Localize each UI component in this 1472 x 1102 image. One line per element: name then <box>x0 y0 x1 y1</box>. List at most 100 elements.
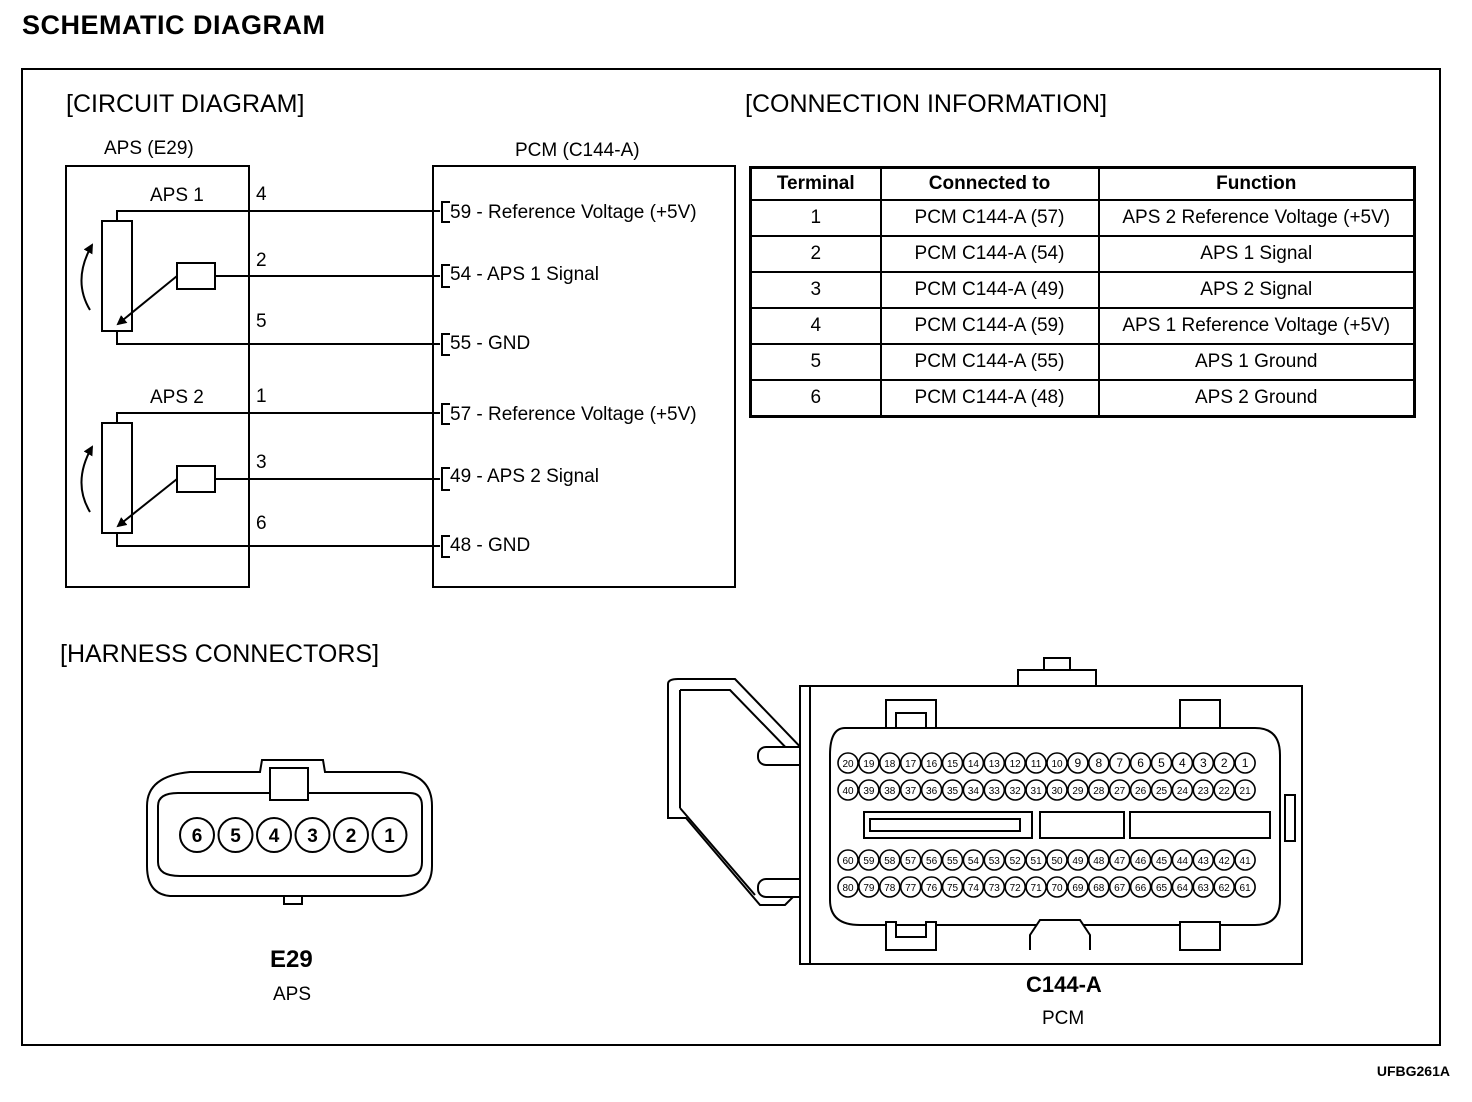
c144-pin-number: 30 <box>1051 786 1063 797</box>
c144-pin-number: 29 <box>1072 786 1084 797</box>
c144-pin <box>962 779 985 801</box>
c144-pin <box>899 752 922 774</box>
c144-pin <box>1150 779 1173 801</box>
c144-pin <box>878 876 901 898</box>
c144-pin-number: 15 <box>947 759 959 770</box>
e29-pin-number: 6 <box>192 826 203 847</box>
c144-pin-number: 13 <box>989 759 1001 770</box>
c144-pin-number: 23 <box>1198 786 1210 797</box>
diagram-frame <box>21 68 1441 1046</box>
c144-pin-number: 26 <box>1135 786 1147 797</box>
c144-pin <box>878 849 901 871</box>
sensor-pin-number: 2 <box>256 250 267 271</box>
c144-pin <box>983 876 1006 898</box>
c144-pin <box>858 752 880 774</box>
c144-pin <box>1192 849 1215 871</box>
table-cell: PCM C144-A (54) <box>879 235 1100 273</box>
c144-pin <box>1192 779 1215 801</box>
c144-pin-number: 16 <box>926 759 938 770</box>
c144-pin <box>1129 752 1152 774</box>
c144-pin <box>1046 849 1068 871</box>
c144-pin <box>983 849 1006 871</box>
c144-pin <box>1108 876 1131 898</box>
c144-pin-number: 17 <box>905 759 917 770</box>
c144-pin-number: 67 <box>1114 883 1126 894</box>
table-cell: PCM C144-A (59) <box>879 307 1100 345</box>
c144-pin <box>920 752 943 774</box>
c144-pin-number: 63 <box>1198 883 1210 894</box>
sensor-pin-number: 3 <box>256 452 267 473</box>
c144-pin-number: 68 <box>1093 883 1105 894</box>
table-row: 4 PCM C144-A (59) APS 1 Reference Voltag… <box>749 307 1416 345</box>
c144-pin <box>920 849 943 871</box>
sensor-pin-number: 1 <box>256 386 267 407</box>
c144-pin-number: 5 <box>1158 756 1165 770</box>
c144-pin <box>899 779 922 801</box>
c144-pin-number: 12 <box>1010 759 1022 770</box>
c144-pin <box>1234 849 1256 871</box>
circuit-diagram-heading: [CIRCUIT DIAGRAM] <box>66 90 305 118</box>
c144-pin <box>1171 752 1194 774</box>
c144-pin <box>1004 752 1027 774</box>
c144-pin-number: 31 <box>1031 786 1043 797</box>
c144-pin-number: 3 <box>1200 756 1207 770</box>
c144-pin-number: 18 <box>884 759 896 770</box>
c144-pin-number: 59 <box>863 856 875 867</box>
c144-pin-number: 75 <box>947 883 959 894</box>
c144-pin <box>1067 779 1089 801</box>
e29-connector-name: E29 <box>270 946 313 973</box>
c144-pin-number: 19 <box>863 759 875 770</box>
e29-pin-number: 3 <box>307 826 318 847</box>
c144-pin <box>1067 849 1089 871</box>
c144-pin-number: 8 <box>1095 756 1102 770</box>
c144-pin <box>1108 752 1131 774</box>
c144-pin-number: 71 <box>1031 883 1043 894</box>
table-cell: PCM C144-A (49) <box>879 271 1100 309</box>
c144-pin-number: 41 <box>1240 856 1252 867</box>
aps1-potentiometer <box>80 210 440 345</box>
c144-pin <box>1025 876 1047 898</box>
aps1-label: APS 1 <box>150 185 204 206</box>
c144-pin-number: 78 <box>884 883 896 894</box>
table-row: 3 PCM C144-A (49) APS 2 Signal <box>749 271 1416 309</box>
table-cell: PCM C144-A (55) <box>879 343 1100 381</box>
c144-pin <box>920 779 943 801</box>
e29-pin <box>179 817 215 853</box>
c144-pin-number: 32 <box>1010 786 1022 797</box>
c144-pin-number: 57 <box>905 856 917 867</box>
c144-pin-number: 14 <box>968 759 980 770</box>
c144-pin-number: 43 <box>1198 856 1210 867</box>
pcm-label: PCM (C144-A) <box>515 140 640 161</box>
c144-pin-number: 20 <box>842 759 854 770</box>
c144-pin <box>1213 876 1235 898</box>
c144-pin-number: 50 <box>1051 856 1063 867</box>
c144-pin <box>1046 876 1068 898</box>
c144-pin-number: 9 <box>1075 756 1082 770</box>
c144-pin <box>1025 752 1047 774</box>
c144-pin-number: 53 <box>989 856 1001 867</box>
harness-connectors-heading: [HARNESS CONNECTORS] <box>60 640 380 668</box>
sensor-pin-number: 5 <box>256 311 267 332</box>
c144-pin-number: 34 <box>968 786 980 797</box>
c144-connector-desc: PCM <box>1042 1008 1085 1029</box>
c144-connector <box>667 657 1303 965</box>
table-cell: 5 <box>749 343 882 381</box>
page-title: SCHEMATIC DIAGRAM <box>22 10 326 40</box>
table-cell: 3 <box>749 271 882 309</box>
table-row: 6 PCM C144-A (48) APS 2 Ground <box>749 379 1416 418</box>
table-row: 1 PCM C144-A (57) APS 2 Reference Voltag… <box>749 199 1416 237</box>
c144-pin <box>1234 779 1256 801</box>
c144-pin-number: 66 <box>1135 883 1147 894</box>
c144-pin-number: 58 <box>884 856 896 867</box>
c144-pin <box>1067 876 1089 898</box>
c144-pin-number: 48 <box>1093 856 1105 867</box>
c144-pin-number: 54 <box>968 856 980 867</box>
c144-pin-number: 24 <box>1177 786 1189 797</box>
table-cell: 4 <box>749 307 882 345</box>
connection-table: Terminal Connected to Function 1 PCM C14… <box>749 166 1416 418</box>
e29-pin <box>217 817 254 853</box>
c144-pin <box>1004 876 1027 898</box>
